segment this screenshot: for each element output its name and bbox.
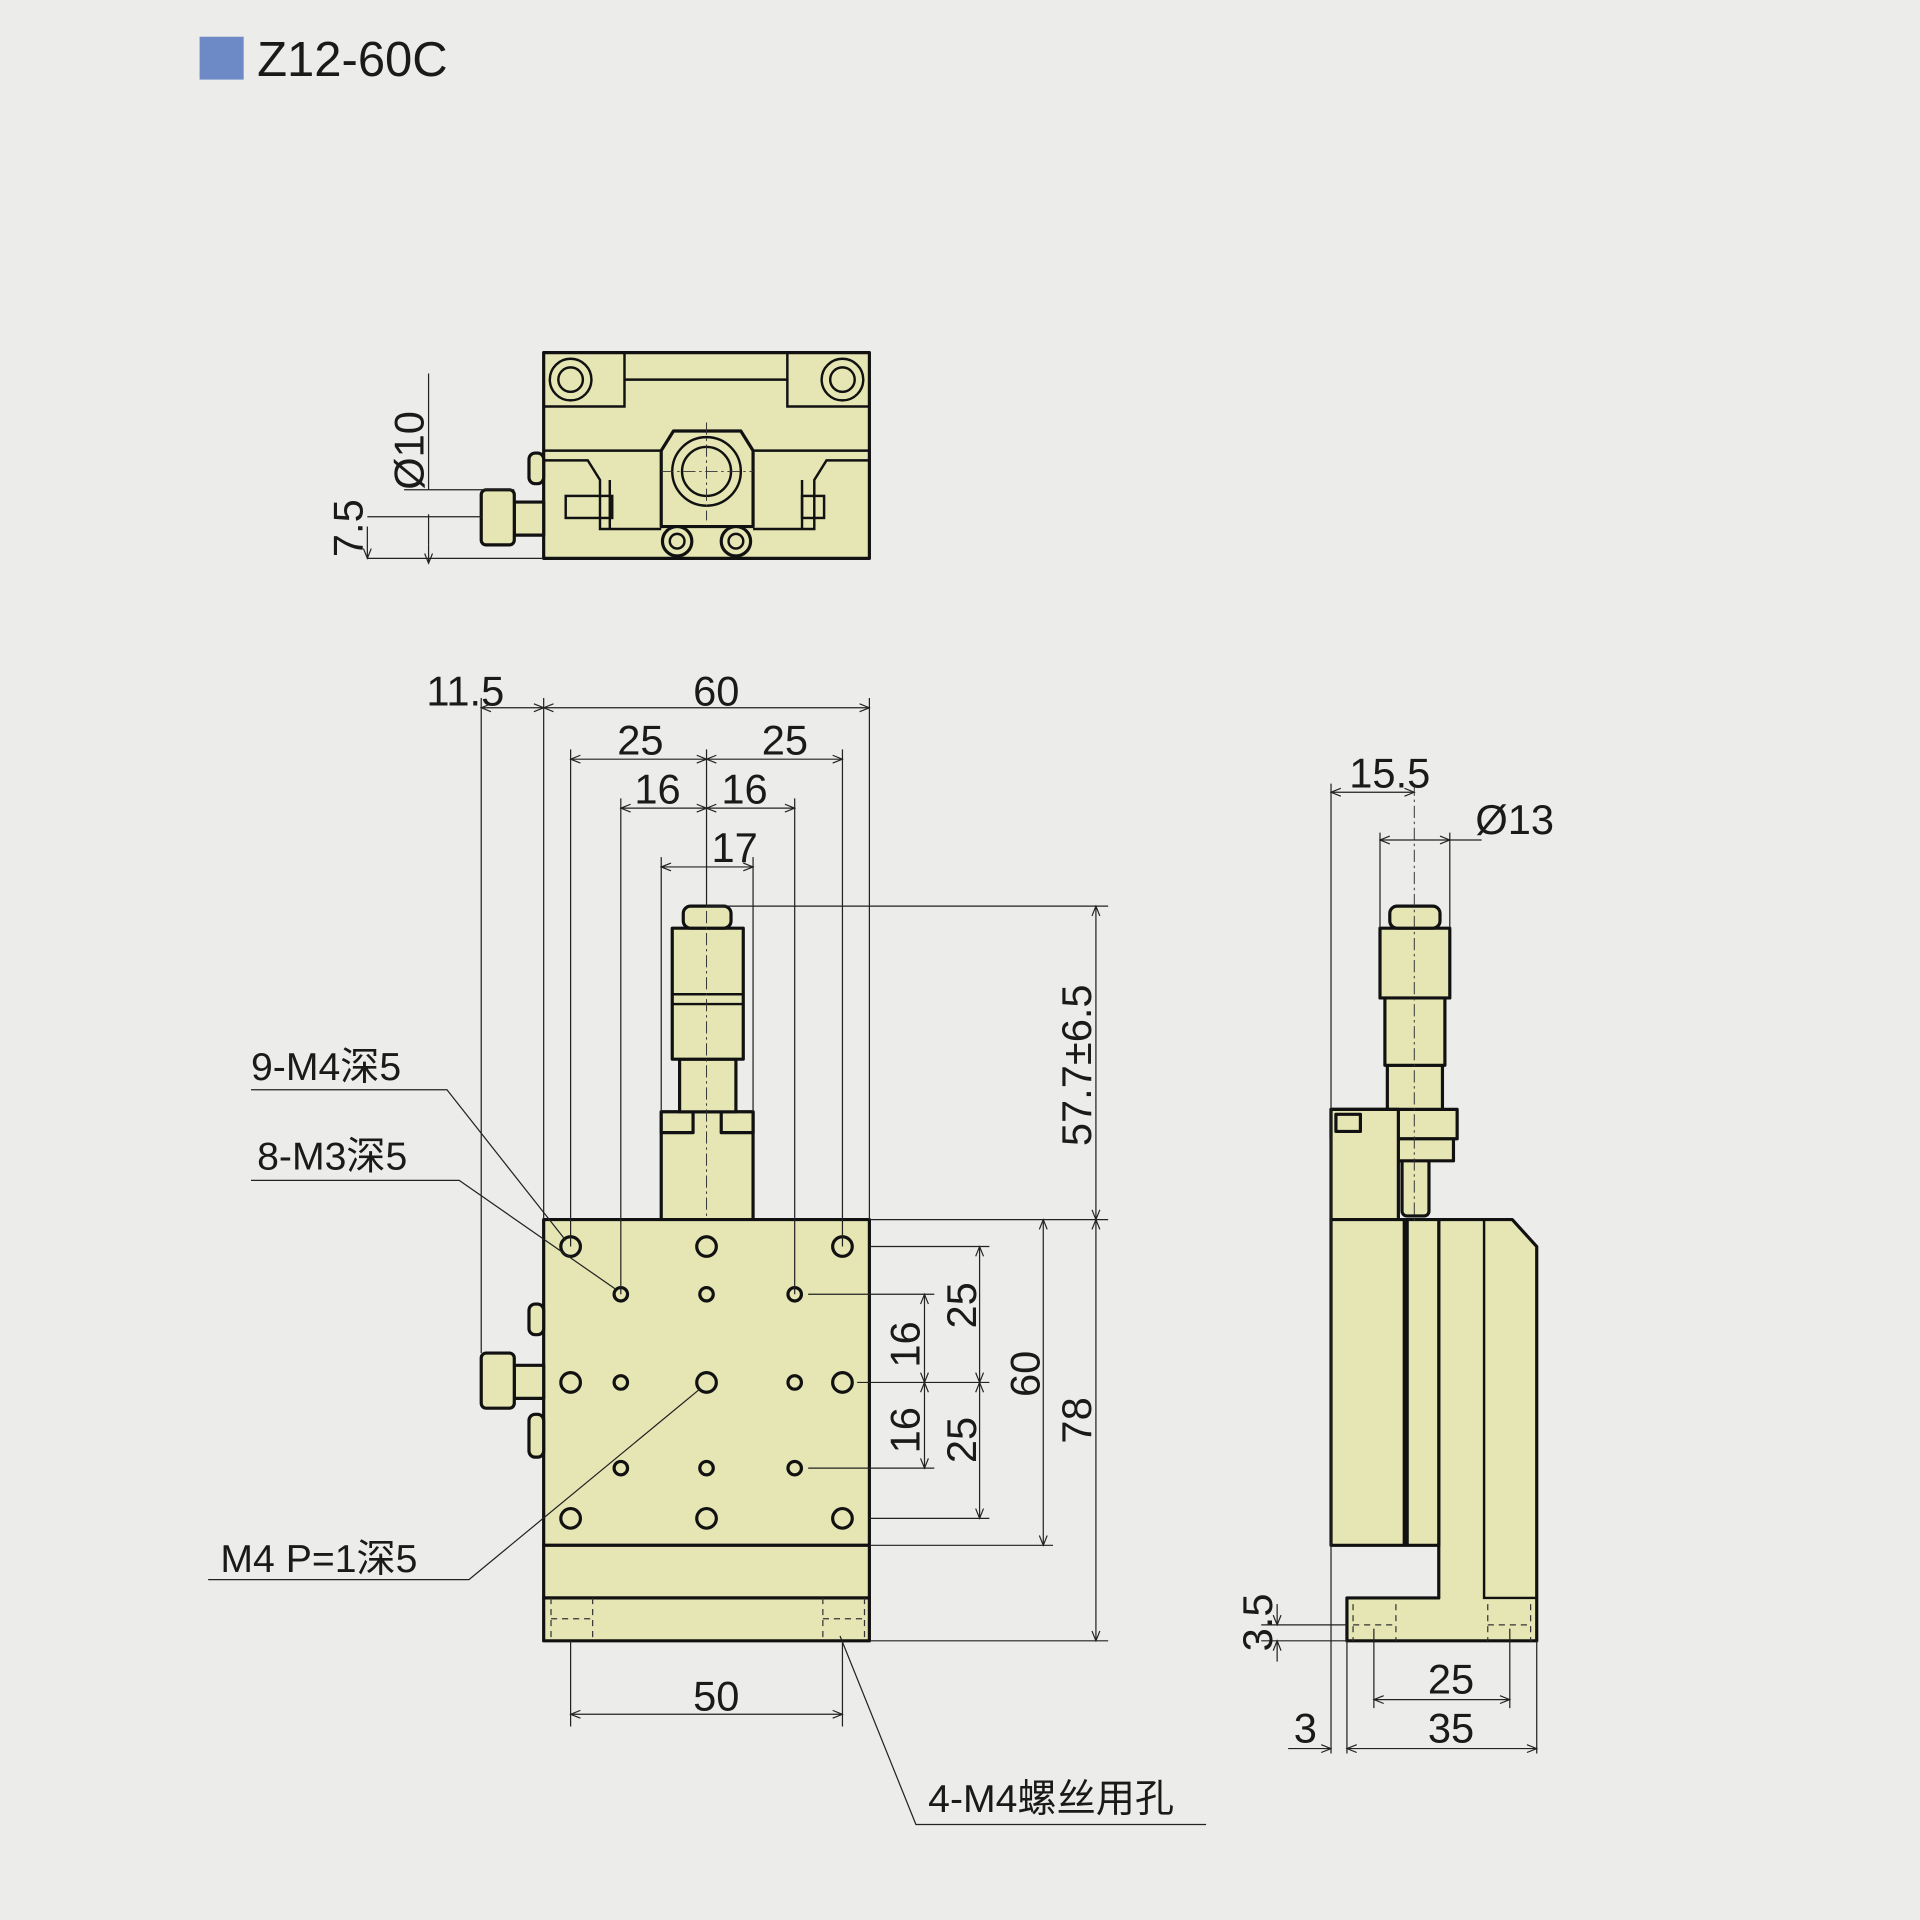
callout-center-hole: M4 P=1深5 xyxy=(220,1538,417,1581)
dim-width: 60 xyxy=(693,667,739,714)
dim-knob-diameter: Ø10 xyxy=(386,411,433,490)
dim-side-hole-pitch: 25 xyxy=(1428,1655,1474,1702)
front-view: 11.5 60 25 25 16 16 17 57.7±6.5 78 60 25… xyxy=(208,667,1207,1826)
dim-offset: 11.5 xyxy=(426,667,504,714)
callout-m4-holes: 9-M4深5 xyxy=(251,1046,401,1089)
knob-icon xyxy=(479,451,546,547)
knob-icon xyxy=(479,1302,546,1459)
dim-step: 3 xyxy=(1294,1704,1317,1751)
dim-micrometer-width: 17 xyxy=(712,824,758,871)
dim-side-offset: 15.5 xyxy=(1349,749,1430,796)
dim-base-depth: 35 xyxy=(1428,1704,1474,1751)
dim-vert-25-top: 25 xyxy=(938,1282,985,1328)
dim-hole-25-right: 25 xyxy=(762,716,808,763)
dim-hole-25-left: 25 xyxy=(617,716,663,763)
callout-m3-holes: 8-M3深5 xyxy=(257,1135,407,1178)
model-title: Z12-60C xyxy=(257,33,448,87)
callout-mount-holes: 4-M4螺丝用孔 xyxy=(928,1778,1174,1821)
dim-hole-16-left: 16 xyxy=(634,765,680,812)
micrometer-icon xyxy=(659,904,755,1222)
dim-base-hole-pitch: 50 xyxy=(693,1673,739,1720)
dim-total-height: 78 xyxy=(1053,1397,1100,1443)
dim-hole-16-right: 16 xyxy=(721,765,767,812)
dim-base-thickness: 3.5 xyxy=(1234,1594,1281,1652)
title-marker xyxy=(199,36,244,80)
dim-knob-height: 7.5 xyxy=(324,499,371,557)
dim-vert-16-bottom: 16 xyxy=(882,1407,929,1453)
mount-screw-icon xyxy=(548,357,865,402)
top-view: Ø10 7.5 xyxy=(324,351,871,564)
dim-vert-25-bottom: 25 xyxy=(938,1417,985,1463)
dim-micrometer-diameter: Ø13 xyxy=(1475,796,1554,843)
dim-table-height: 60 xyxy=(1002,1351,1049,1397)
dim-vert-16-top: 16 xyxy=(882,1321,929,1367)
dim-micrometer-height: 57.7±6.5 xyxy=(1053,984,1100,1146)
side-view: 15.5 Ø13 3.5 25 35 3 xyxy=(1234,749,1554,1754)
